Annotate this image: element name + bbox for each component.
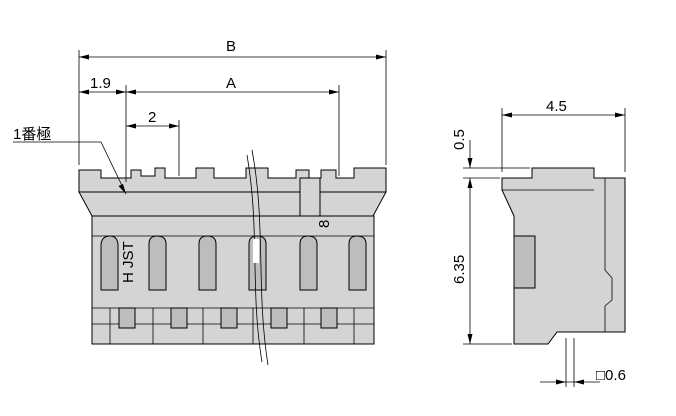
marking-h-jst: H JST [120, 241, 137, 283]
latch-block [299, 177, 321, 217]
dim-step-label: 0.5 [451, 129, 468, 150]
contact-slot-2 [148, 235, 167, 291]
contact-slot-5 [299, 235, 318, 291]
front-shoulder [78, 191, 387, 217]
front-top-rim [78, 167, 387, 193]
arrow-05-top [467, 158, 473, 168]
front-dimensions: B 1.9 A 2 1番極 [13, 38, 387, 195]
dim-pitch-label: 2 [148, 109, 156, 126]
bottom-notch-2 [170, 307, 188, 329]
bottom-notch-1 [118, 307, 136, 329]
arrow-pin-right [574, 379, 584, 385]
arrow-19-left [79, 89, 89, 95]
break-gap [253, 239, 259, 263]
break-line-b [251, 149, 269, 366]
arrow-45-left [502, 112, 512, 118]
side-dimensions: 4.5 0.5 6.35 □0.6 [451, 98, 626, 387]
contact-slot-1 [100, 235, 119, 291]
arrow-pitch-right [169, 123, 179, 129]
arrow-45-right [615, 112, 625, 118]
dim-a-label: A [226, 75, 236, 92]
contact-slot-6 [348, 235, 367, 291]
pin1-arrow [118, 184, 126, 194]
arrow-pin-left [556, 379, 566, 385]
side-body [501, 167, 626, 345]
arrow-b-right [376, 54, 386, 60]
side-cavity [513, 235, 536, 289]
dim-b-label: B [226, 38, 236, 55]
bottom-notch-3 [220, 307, 238, 329]
marking-pin-count: 8 [316, 220, 333, 228]
dim-width-label: 4.5 [546, 98, 567, 115]
arrow-19-right [116, 89, 126, 95]
bottom-notch-4 [270, 307, 288, 329]
pin1-label: 1番極 [13, 126, 51, 143]
arrow-a-left [126, 89, 136, 95]
contact-slot-3 [198, 235, 217, 291]
side-inner-face [604, 178, 613, 332]
arrow-b-left [79, 54, 89, 60]
dim-pin-label: □0.6 [596, 367, 626, 384]
arrow-a-right [329, 89, 339, 95]
front-view: H JST 8 [78, 149, 387, 366]
dim-pitch-offset-label: 1.9 [90, 75, 111, 92]
dim-height-label: 6.35 [451, 255, 468, 284]
side-view [501, 167, 626, 345]
arrow-635-bottom [467, 334, 473, 344]
arrow-pitch-left [126, 123, 136, 129]
bottom-notch-5 [320, 307, 338, 329]
